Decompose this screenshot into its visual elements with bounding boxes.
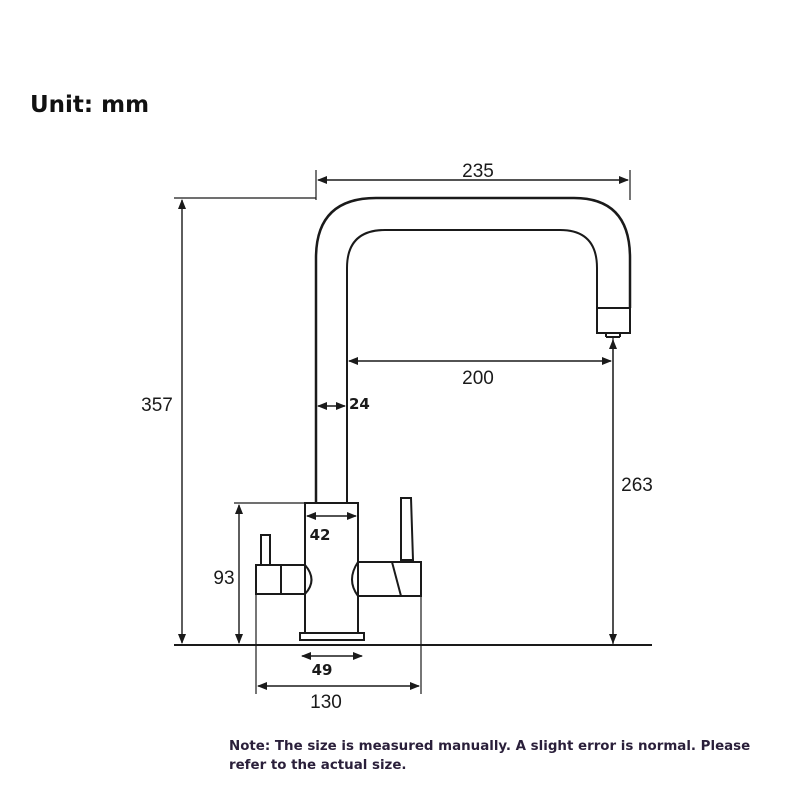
- measurement-note: Note: The size is measured manually. A s…: [229, 739, 751, 773]
- label-357: 357: [141, 395, 173, 416]
- label-263: 263: [621, 475, 653, 496]
- dimension-lines: [178, 176, 629, 690]
- unit-title: Unit: mm: [30, 92, 150, 118]
- label-49: 49: [312, 661, 333, 679]
- label-235: 235: [462, 161, 494, 182]
- label-200: 200: [462, 368, 494, 389]
- label-42: 42: [310, 526, 331, 544]
- label-24: 24: [349, 395, 370, 413]
- faucet-outline: [255, 196, 632, 641]
- extension-lines: [174, 170, 631, 694]
- label-93: 93: [213, 568, 234, 589]
- label-130: 130: [310, 692, 342, 713]
